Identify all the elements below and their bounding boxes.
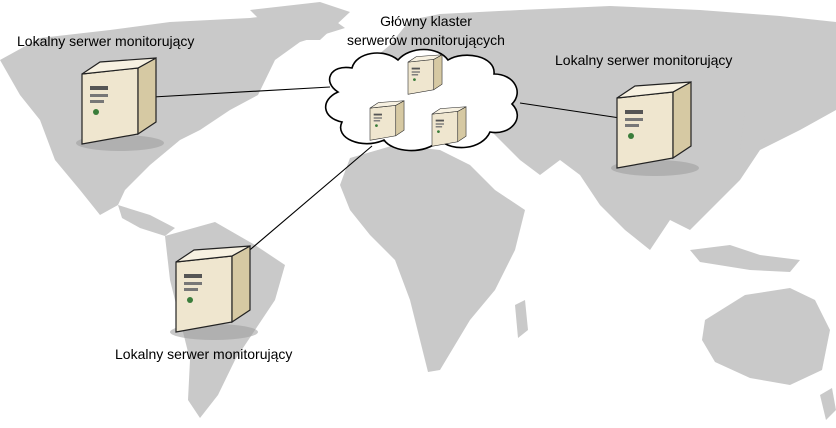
local-server-ne-icon (611, 81, 699, 176)
local-server-sw-label: Lokalny serwer monitorujący (115, 346, 293, 362)
link-sw (244, 145, 373, 255)
japan-shape (740, 100, 770, 160)
cluster-label-line2: serwerów monitorujących (347, 32, 505, 48)
local-server-nw-label: Lokalny serwer monitorujący (17, 33, 195, 49)
link-nw (152, 86, 331, 98)
local-server-nw-icon (76, 57, 164, 151)
madagascar-shape (515, 300, 528, 338)
cluster-label-line1: Główny klaster (380, 13, 472, 29)
new-zealand-shape (820, 388, 836, 420)
north-america-shape (0, 10, 345, 215)
cluster-label: Główny klaster serwerów monitorujących (326, 12, 526, 50)
australia-shape (702, 288, 830, 385)
local-server-sw-icon (170, 245, 258, 340)
cluster-cloud-icon (324, 48, 518, 152)
central-america-shape (118, 205, 175, 236)
local-server-ne-label: Lokalny serwer monitorujący (555, 52, 733, 68)
connections (152, 86, 621, 255)
indonesia-shape (690, 245, 800, 272)
greenland-shape (250, 2, 350, 40)
africa-shape (340, 145, 525, 372)
link-ne (519, 102, 621, 119)
